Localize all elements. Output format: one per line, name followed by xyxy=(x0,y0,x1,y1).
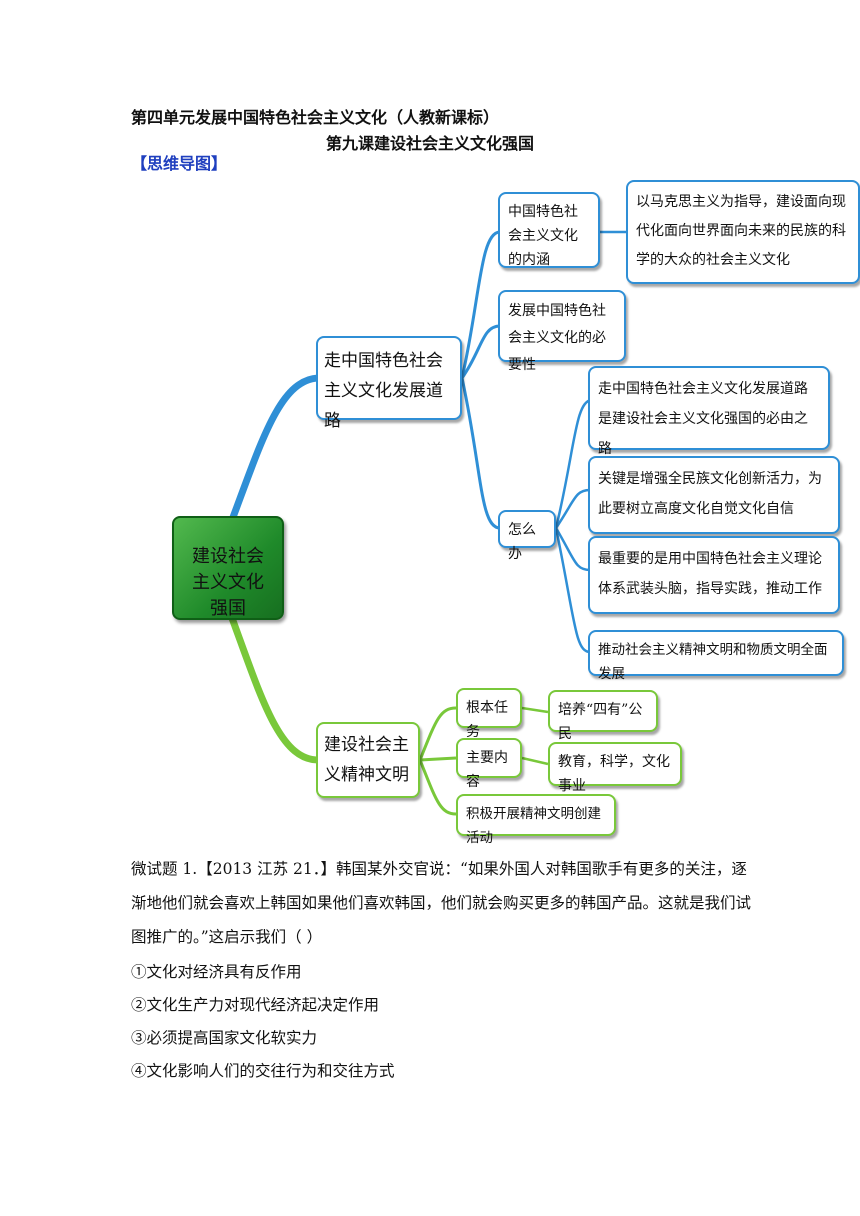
connector-center-branch1 xyxy=(228,374,319,522)
node-how: 怎么办 xyxy=(498,510,556,562)
node-content-detail: 教育，科学，文化事业 xyxy=(548,742,682,794)
question-option-3: ③必须提高国家文化软实力 xyxy=(131,1029,318,1047)
how-item-1: 走中国特色社会主义文化发展道路是建设社会主义文化强国的必由之路 xyxy=(588,366,830,457)
question-option-1: ①文化对经济具有反作用 xyxy=(131,963,302,981)
mind-map-label: 【思维导图】 xyxy=(131,154,228,173)
node-connotation: 中国特色社会主义文化的内涵 xyxy=(498,192,600,268)
lesson-title: 第九课建设社会主义文化强国 xyxy=(325,134,534,153)
connector-center-branch2 xyxy=(228,616,319,764)
node-content: 主要内容 xyxy=(456,738,522,790)
branch2-node: 建设社会主义精神文明 xyxy=(316,722,420,798)
mind-map-center-node: 建设社会主义文化强国 xyxy=(172,516,284,620)
center-node-label: 建设社会主义文化强国 xyxy=(192,546,264,619)
branch1-node: 走中国特色社会主义文化发展道路 xyxy=(316,336,462,431)
question-option-4: ④文化影响人们的交往行为和交往方式 xyxy=(131,1062,395,1080)
question-text: 微试题 1.【2013 江苏 21．】韩国某外交官说：“如果外国人对韩国歌手有更… xyxy=(131,860,752,946)
how-item-2: 关键是增强全民族文化创新活力，为此要树立高度文化自觉文化自信 xyxy=(588,456,840,534)
unit-title: 第四单元发展中国特色社会主义文化（人教新课标） xyxy=(131,108,500,127)
node-task-detail: 培养“四有”公民 xyxy=(548,690,658,742)
node-task: 根本任务 xyxy=(456,688,522,740)
question-option-2: ②文化生产力对现代经济起决定作用 xyxy=(131,996,380,1014)
node-necessity: 发展中国特色社会主义文化的必要性 xyxy=(498,290,626,373)
how-item-3: 最重要的是用中国特色社会主义理论体系武装头脑，指导实践，推动工作 xyxy=(588,536,840,614)
how-item-4: 推动社会主义精神文明和物质文明全面发展 xyxy=(588,630,844,682)
node-activity: 积极开展精神文明创建活动 xyxy=(456,794,616,846)
node-connotation-detail: 以马克思主义为指导，建设面向现代化面向世界面向未来的民族的科学的大众的社会主义文… xyxy=(626,180,860,284)
